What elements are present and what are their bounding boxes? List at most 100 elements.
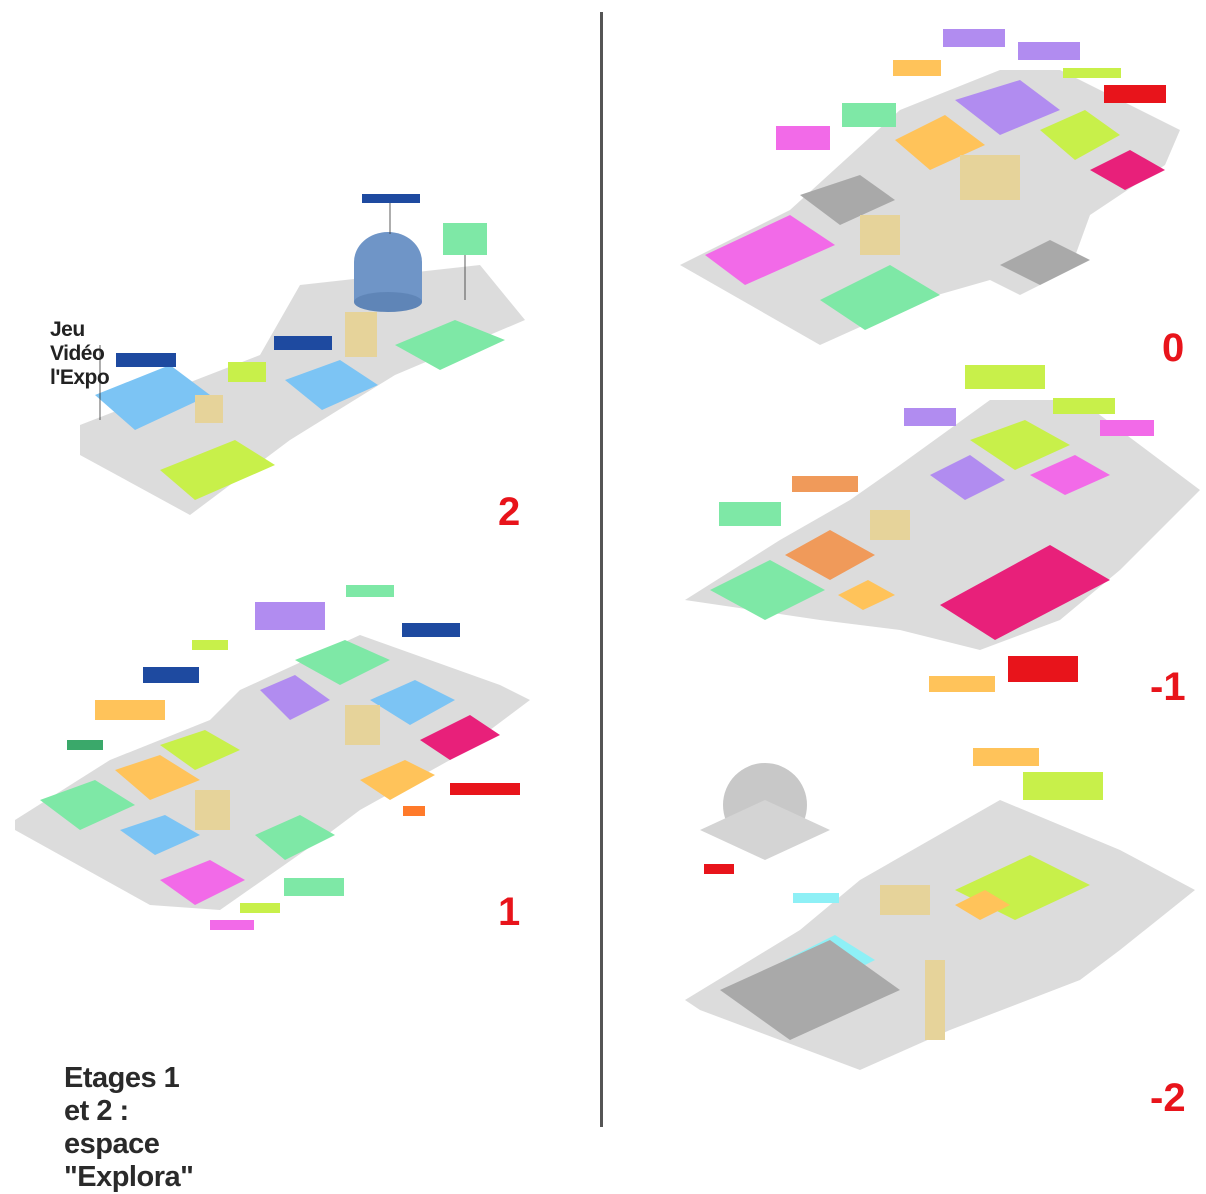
floor-minus2-zone-orange: [955, 890, 1010, 920]
tag-green-homme: [284, 878, 344, 896]
tag-magenta-top: [776, 126, 830, 150]
floor-0-stairs: [960, 155, 1020, 200]
floor-0-plan: [680, 70, 1180, 345]
floor-minus1-zone-pink: [940, 545, 1110, 640]
floor-1-plan: [15, 635, 530, 910]
tag-orange-m1: [792, 476, 858, 492]
tag-purple-m1: [904, 408, 956, 426]
floor-2-zone-blue-left: [95, 365, 210, 430]
floor-number-0: 0: [1162, 326, 1185, 370]
floor-0-zone-orange: [895, 115, 985, 170]
floor-number-minus2: -2: [1150, 1076, 1186, 1120]
floor-1-zone-purple: [260, 675, 330, 720]
floor-0-zone-green: [820, 265, 940, 330]
floor-1-stairs-2: [195, 790, 230, 830]
divider-line: [600, 12, 603, 1127]
floor-0-zone-purple: [955, 80, 1060, 135]
tag-objectifs-terre: [346, 585, 394, 597]
tag-orange-top: [893, 60, 941, 76]
floor-0-labels: [776, 29, 1166, 150]
tag-red-top: [1104, 85, 1166, 103]
floor-1-base: [15, 635, 530, 910]
floor-minus2-plan: [685, 763, 1195, 1070]
tag-green-left: [67, 740, 103, 750]
tag-orange-bottom: [403, 806, 425, 816]
floor-plans: [15, 29, 1200, 1070]
floor-minus1-zone-purple: [930, 455, 1005, 500]
tag-red-m2: [704, 864, 734, 874]
floor-minus1-zone-magenta: [1030, 455, 1110, 495]
tag-mathematiques: [255, 602, 325, 630]
tag-planetarium: [362, 194, 420, 203]
floor-1-zone-blue-right: [370, 680, 455, 725]
tag-cyan-m2: [793, 893, 839, 903]
floor-0-base: [680, 70, 1180, 345]
floor-1-zone-green-left: [40, 780, 135, 830]
floor-number-2: 2: [498, 490, 521, 534]
floor-minus1-zone-green: [710, 560, 825, 620]
tag-green-m1: [719, 502, 781, 526]
floor-2-stairs: [345, 312, 377, 357]
tag-magenta-bottom: [210, 920, 254, 930]
tag-transports: [95, 700, 165, 720]
floor-0-zone-pink: [1090, 150, 1165, 190]
floor-2-zone-green: [395, 320, 505, 370]
floor-1-zone-orange: [115, 755, 200, 800]
floor-minus2-geode-base: [700, 800, 830, 860]
floor-2-plan: [80, 232, 525, 515]
floor-0-zone-magenta: [705, 215, 835, 285]
tag-lime-m1-2: [1053, 398, 1115, 414]
footer-caption: Etages 1 et 2 : espace "Explora": [64, 1062, 194, 1193]
tag-orange-m1-2: [929, 676, 995, 692]
tag-lime-jeux: [228, 362, 266, 382]
floor-1-zone-green-top: [295, 640, 390, 685]
floor-number-minus1: -1: [1150, 665, 1186, 709]
tag-lime-m2: [1023, 772, 1103, 800]
floor-minus1-zone-lime: [970, 420, 1070, 470]
planetarium-base-bottom: [354, 292, 422, 312]
tag-lime-m1: [965, 365, 1045, 389]
floor-2-stairs-2: [195, 395, 223, 423]
tag-red-m1: [1008, 656, 1078, 682]
tag-grand-recit: [443, 223, 487, 255]
floor-minus1-zone-orange: [785, 530, 875, 580]
tag-red-right: [450, 783, 520, 795]
floor-minus2-zone-grey: [720, 940, 900, 1040]
tag-purple-top: [943, 29, 1005, 47]
floor-0-zone-darkgrey: [1000, 240, 1090, 285]
floor-1-zone-pink: [420, 715, 500, 760]
tag-blue-2: [274, 336, 332, 350]
floor-2-zone-blue-mid: [285, 360, 378, 410]
tag-lime-bottom: [240, 903, 280, 913]
floor-0-zone-lime: [1040, 110, 1120, 160]
floor-1-zone-blue-left: [120, 815, 200, 855]
floor-1-zone-green-bottom: [255, 815, 335, 860]
floor-minus2-stairs: [925, 960, 945, 1040]
expo-title: Jeu Vidéo l'Expo: [50, 318, 110, 389]
floor-1-zone-orange-right: [360, 760, 435, 800]
floor-minus1-stairs: [870, 510, 910, 540]
tag-blue-right: [402, 623, 460, 637]
floor-minus1-zone-orange-small: [838, 580, 895, 610]
floor-minus1-plan: [685, 400, 1200, 650]
floor-1-zone-lime: [160, 730, 240, 770]
floor-1-labels: [67, 585, 520, 930]
floor-minus2-labels: [704, 748, 1103, 903]
floor-minus2-stairs-2: [880, 885, 930, 915]
tag-purple-2: [1018, 42, 1080, 60]
floor-minus1-labels: [719, 365, 1154, 692]
tag-lime-sons: [192, 640, 228, 650]
floor-0-zone-grey: [800, 175, 895, 225]
floor-0-stairs-2: [860, 215, 900, 255]
tag-lime-top: [1063, 68, 1121, 78]
tag-blue-1: [116, 353, 176, 367]
tag-green-top: [842, 103, 896, 127]
floor-2-zone-lime: [160, 440, 275, 500]
floor-1-stairs: [345, 705, 380, 745]
tag-blue-energies: [143, 667, 199, 683]
floor-number-1: 1: [498, 890, 521, 934]
tag-orange-m2: [973, 748, 1039, 766]
floor-2-labels: [99, 194, 487, 420]
tag-magenta-m1: [1100, 420, 1154, 436]
floor-1-zone-magenta: [160, 860, 245, 905]
